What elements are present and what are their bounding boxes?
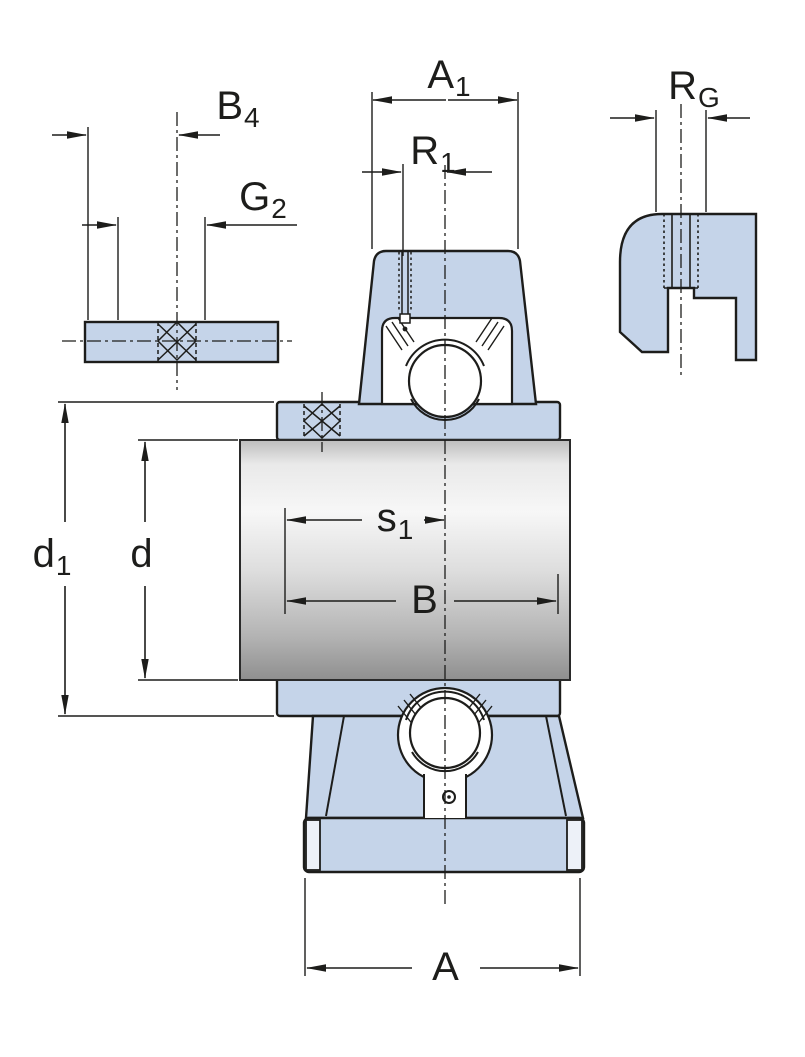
dimension-lines — [52, 96, 750, 972]
dim-label-s1: s1 — [376, 496, 414, 545]
rg-detail-view — [618, 212, 758, 362]
dim-label-g2: G2 — [239, 175, 287, 224]
dim-label-b4: B4 — [216, 84, 260, 133]
dim-label-a1: A1 — [427, 53, 471, 102]
base-plate — [302, 816, 586, 874]
seal-hatch-right — [475, 317, 505, 351]
dim-label-d: d — [130, 532, 153, 576]
centerlines — [62, 104, 682, 905]
dim-label-a: A — [432, 945, 459, 989]
dim-label-r1: R1 — [410, 129, 456, 178]
housing-bottom-view — [302, 686, 586, 874]
housing-top-section — [357, 249, 538, 421]
grease-hole-icon — [398, 252, 412, 332]
cap-detail-view — [83, 320, 280, 364]
shaft — [239, 439, 571, 681]
dim-label-b: B — [411, 578, 438, 622]
dim-label-rg: RG — [668, 64, 720, 113]
extension-lines — [58, 92, 707, 976]
ball-top — [407, 343, 483, 419]
dim-label-d1: d1 — [32, 532, 72, 581]
